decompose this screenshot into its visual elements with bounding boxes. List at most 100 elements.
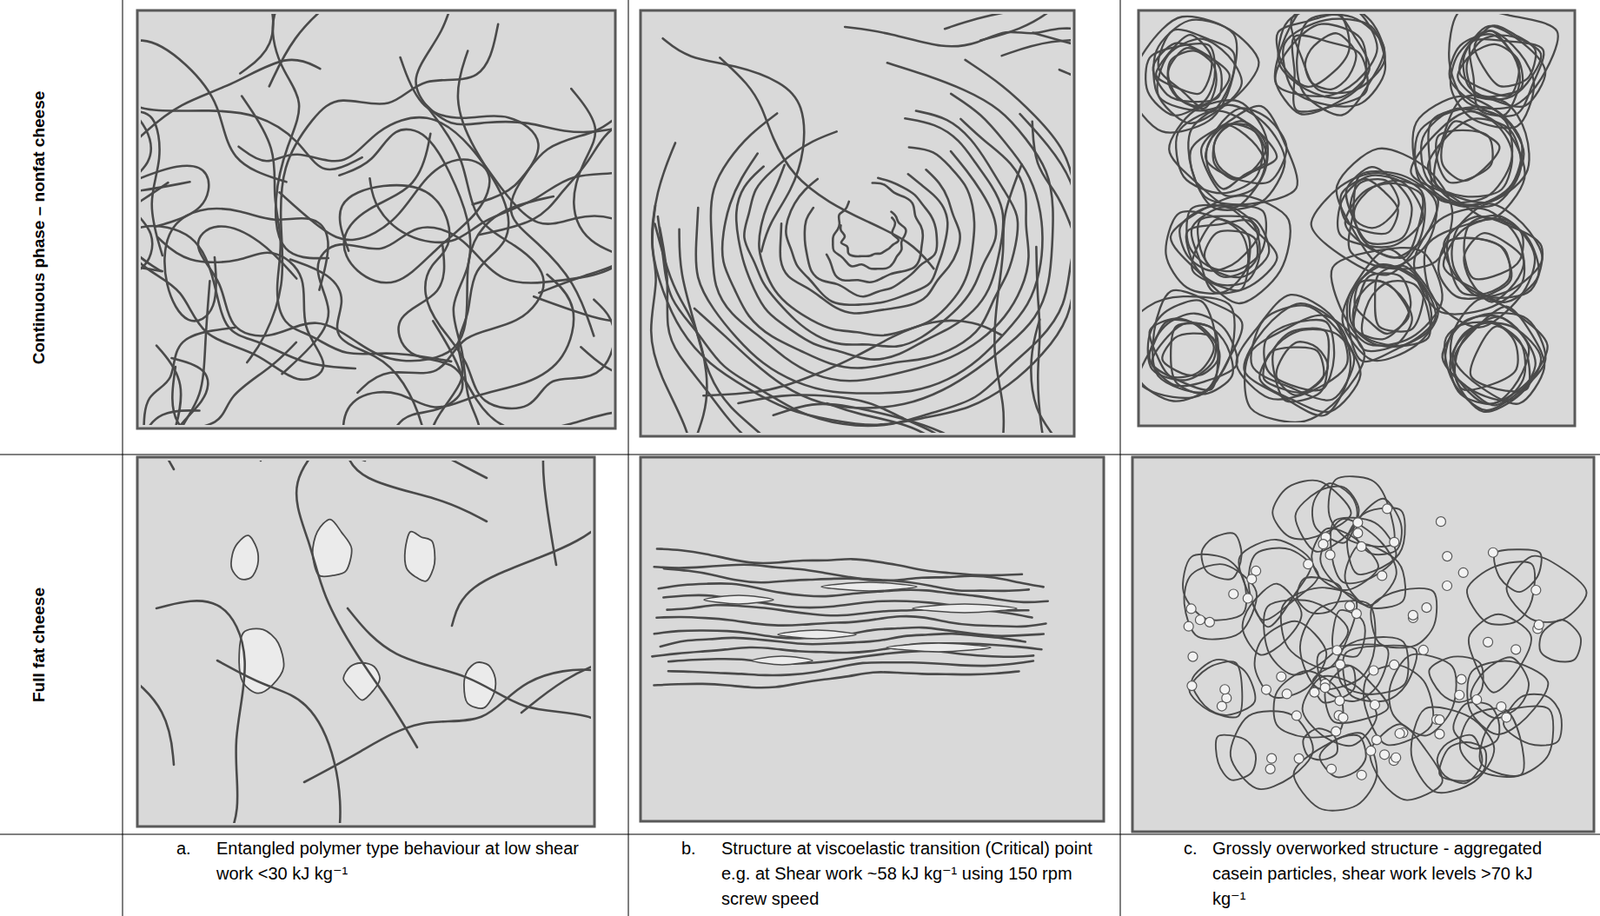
panel (137, 10, 616, 429)
strand (722, 111, 1018, 369)
fat-globule (231, 535, 259, 580)
strand (694, 62, 1054, 408)
strand (570, 88, 612, 367)
strand (140, 13, 287, 200)
fat-droplet (1496, 702, 1507, 712)
fat-droplet (1204, 617, 1215, 627)
strand (1290, 13, 1385, 93)
strand (260, 460, 372, 462)
strand (1412, 96, 1524, 206)
strand (1259, 329, 1361, 412)
panel (137, 457, 595, 827)
panel (1138, 10, 1575, 426)
strand (1272, 328, 1329, 403)
fat-droplet (1487, 547, 1498, 558)
strand (1296, 577, 1342, 614)
strand (980, 13, 1071, 40)
fat-droplet (1382, 504, 1393, 514)
strand (198, 196, 554, 361)
strand (1182, 554, 1247, 621)
fat-droplet (1511, 644, 1521, 655)
fat-droplet (1483, 637, 1494, 647)
strand (736, 118, 1003, 359)
fat-globule (464, 662, 496, 709)
strand (679, 229, 824, 433)
strand (1168, 99, 1269, 208)
fat-droplet (1456, 674, 1467, 684)
strand (668, 660, 1034, 676)
fat-droplet (1294, 753, 1304, 764)
fat-droplet (1267, 753, 1277, 764)
strand (304, 670, 591, 783)
fat-droplet (1216, 701, 1227, 711)
strand (657, 113, 1071, 426)
strand (1191, 219, 1250, 291)
strand (1188, 661, 1242, 718)
panel (640, 457, 1104, 822)
caption: Entangled polymer type behaviour at low … (216, 836, 618, 887)
strand (1191, 659, 1255, 716)
fat-droplet (1389, 537, 1400, 547)
fat-droplet (1303, 559, 1314, 570)
strand (239, 13, 354, 74)
strand (1443, 216, 1543, 299)
strand (1355, 498, 1402, 555)
fat-droplet (1318, 539, 1328, 550)
strand (710, 112, 1030, 381)
strand (1330, 517, 1397, 585)
strand (1467, 660, 1548, 735)
fat-droplet (1442, 581, 1453, 591)
fat-droplet (1377, 570, 1388, 581)
strand (140, 410, 200, 425)
caption-letter: a. (176, 836, 212, 862)
strand (140, 225, 356, 369)
strand (1324, 665, 1388, 724)
fat-droplet (1353, 517, 1363, 528)
grid-line (122, 0, 124, 916)
strand (1411, 707, 1495, 794)
fat-droplet (1291, 710, 1302, 721)
fat-droplet (1242, 593, 1253, 604)
strand (663, 38, 805, 252)
fat-globule (312, 519, 352, 578)
strand (1191, 206, 1278, 293)
panels (137, 10, 1594, 832)
fat-streak (703, 595, 774, 605)
strand (269, 13, 435, 87)
fat-droplet (1188, 651, 1198, 662)
strand (398, 245, 612, 425)
fat-droplet (1332, 645, 1342, 656)
strand (656, 616, 1046, 627)
strand (296, 460, 418, 748)
strand (804, 178, 937, 298)
fat-droplet (1345, 601, 1355, 611)
grid-line (0, 834, 1600, 836)
fat-droplet (1356, 541, 1367, 552)
fat-droplet (1442, 551, 1453, 562)
strand (1467, 561, 1535, 625)
panel-drawing (650, 13, 1071, 433)
strand (241, 96, 452, 362)
strand (140, 460, 174, 560)
strand (1317, 643, 1389, 702)
panel (1132, 457, 1594, 832)
panel-drawing (140, 13, 612, 425)
strand (580, 346, 612, 425)
fat-globule (404, 531, 436, 582)
strand (357, 13, 544, 393)
fat-droplet (1186, 604, 1196, 614)
strand (478, 124, 612, 322)
panel-drawing (1141, 13, 1559, 423)
strand (785, 173, 948, 306)
fat-streak (777, 630, 857, 639)
strand (1350, 179, 1400, 228)
strand (1440, 120, 1500, 181)
strand (347, 608, 591, 774)
strand (140, 248, 185, 425)
fat-droplet (1418, 644, 1428, 655)
fat-droplet (1472, 694, 1482, 704)
panel-drawing (1182, 476, 1587, 811)
strand (1149, 318, 1215, 378)
